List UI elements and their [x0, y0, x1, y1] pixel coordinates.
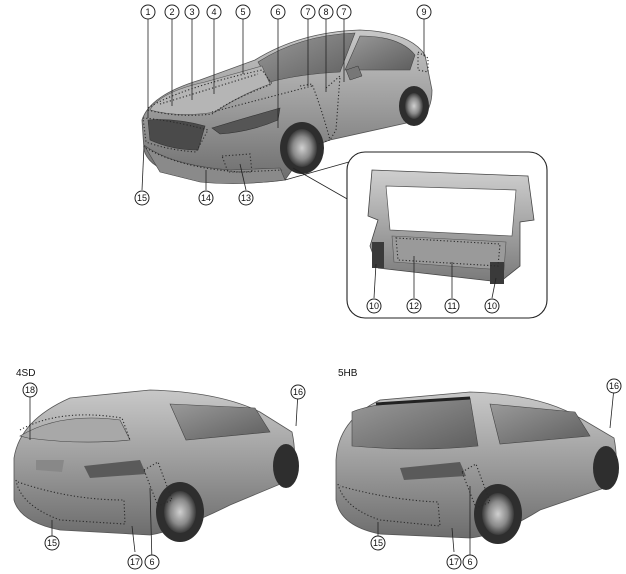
svg-text:7: 7 — [305, 7, 310, 17]
callout-9: 9 — [416, 4, 432, 20]
callout-17-sedan: 17 — [127, 554, 143, 570]
callout-11: 11 — [444, 298, 460, 314]
callout-14: 14 — [198, 190, 214, 206]
svg-text:6: 6 — [467, 557, 472, 567]
svg-text:17: 17 — [449, 557, 459, 567]
variant-label-4sd: 4SD — [16, 368, 35, 379]
svg-text:8: 8 — [323, 7, 328, 17]
svg-text:18: 18 — [25, 385, 35, 395]
callout-2: 2 — [164, 4, 180, 20]
svg-text:3: 3 — [189, 7, 194, 17]
svg-text:15: 15 — [47, 538, 57, 548]
hatchback-rear-illustration — [335, 391, 619, 544]
callout-16-hatch: 16 — [606, 378, 622, 394]
svg-text:12: 12 — [409, 301, 419, 311]
svg-text:15: 15 — [373, 538, 383, 548]
callout-18: 18 — [22, 382, 38, 398]
callout-6: 6 — [270, 4, 286, 20]
callout-15-sedan: 15 — [44, 535, 60, 551]
callout-6-sedan: 6 — [144, 554, 160, 570]
svg-text:10: 10 — [487, 301, 497, 311]
sedan-rear-illustration — [13, 389, 299, 542]
callout-6-hatch: 6 — [462, 554, 478, 570]
callout-3: 3 — [184, 4, 200, 20]
svg-text:4: 4 — [211, 7, 216, 17]
callout-4: 4 — [206, 4, 222, 20]
svg-text:16: 16 — [609, 381, 619, 391]
callout-15: 15 — [134, 190, 150, 206]
svg-text:1: 1 — [145, 7, 150, 17]
callout-8: 8 — [318, 4, 334, 20]
svg-text:17: 17 — [130, 557, 140, 567]
callout-5: 5 — [235, 4, 251, 20]
svg-text:16: 16 — [293, 387, 303, 397]
front-car-illustration — [141, 29, 433, 184]
callout-13: 13 — [238, 190, 254, 206]
svg-text:5: 5 — [240, 7, 245, 17]
svg-text:6: 6 — [275, 7, 280, 17]
callout-7b: 7 — [336, 4, 352, 20]
callout-1: 1 — [140, 4, 156, 20]
svg-text:7: 7 — [341, 7, 346, 17]
callout-12: 12 — [406, 298, 422, 314]
callout-15-hatch: 15 — [370, 535, 386, 551]
svg-text:13: 13 — [241, 193, 251, 203]
callout-10: 10 — [366, 298, 382, 314]
callout-7: 7 — [300, 4, 316, 20]
variant-label-5hb: 5HB — [338, 368, 358, 379]
callout-16-sedan: 16 — [290, 384, 306, 400]
svg-text:14: 14 — [201, 193, 211, 203]
svg-text:15: 15 — [137, 193, 147, 203]
callout-17-hatch: 17 — [446, 554, 462, 570]
svg-text:11: 11 — [447, 301, 456, 311]
leader-lines — [29, 19, 615, 563]
svg-text:6: 6 — [149, 557, 154, 567]
svg-text:10: 10 — [369, 301, 379, 311]
radiator-support-inset — [284, 151, 548, 319]
svg-text:2: 2 — [169, 7, 174, 17]
callout-10b: 10 — [484, 298, 500, 314]
svg-text:9: 9 — [421, 7, 426, 17]
